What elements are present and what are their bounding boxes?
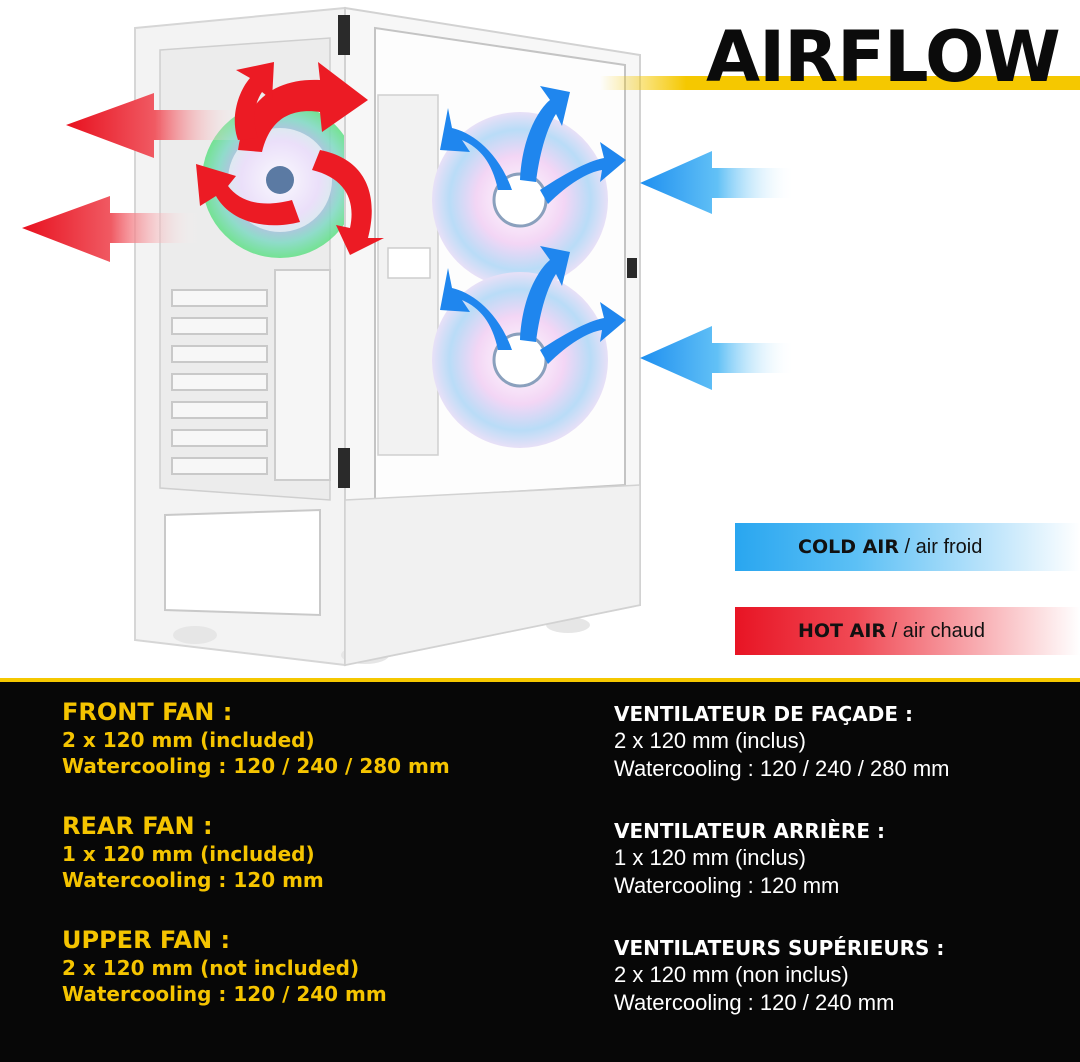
spec-heading: REAR FAN :	[62, 812, 213, 840]
spec-heading: VENTILATEURS SUPÉRIEURS :	[614, 936, 945, 960]
pc-case-illustration	[22, 6, 795, 667]
spec-line: 2 x 120 mm (not included)	[62, 956, 360, 980]
front-fan-swirl-arrows-top	[440, 86, 626, 204]
spec-line: 2 x 120 mm (non inclus)	[614, 962, 849, 987]
cold-air-arrow-bottom	[640, 326, 795, 390]
legend-hot-air-label: HOT AIR / air chaud	[798, 619, 985, 642]
spec-line: Watercooling : 120 mm	[62, 868, 324, 892]
rear-fan-swirl-arrows	[196, 62, 384, 255]
spec-upper-fan-en: UPPER FAN : 2 x 120 mm (not included) Wa…	[62, 928, 387, 1004]
spec-line: Watercooling : 120 / 240 / 280 mm	[62, 754, 450, 778]
spec-line: 1 x 120 mm (inclus)	[614, 845, 806, 870]
spec-line: 1 x 120 mm (included)	[62, 842, 315, 866]
title-underline-bar	[600, 76, 1080, 90]
spec-front-fan-en: FRONT FAN : 2 x 120 mm (included) Waterc…	[62, 700, 450, 776]
section-divider	[0, 678, 1080, 682]
legend-hot-air: HOT AIR / air chaud	[735, 607, 1080, 655]
specs-panel: FRONT FAN : 2 x 120 mm (included) Waterc…	[0, 682, 1080, 1062]
hot-air-arrow-top	[66, 93, 244, 158]
spec-heading: VENTILATEUR DE FAÇADE :	[614, 702, 913, 726]
legend-cold-air-label: COLD AIR / air froid	[798, 535, 983, 558]
spec-heading: FRONT FAN :	[62, 698, 233, 726]
front-fan-swirl-arrows-bottom	[440, 246, 626, 364]
spec-rear-fan-en: REAR FAN : 1 x 120 mm (included) Waterco…	[62, 814, 324, 890]
spec-line: Watercooling : 120 / 240 mm	[614, 990, 895, 1015]
spec-line: 2 x 120 mm (included)	[62, 728, 315, 752]
spec-upper-fan-fr: VENTILATEURS SUPÉRIEURS : 2 x 120 mm (no…	[614, 938, 944, 1014]
spec-line: Watercooling : 120 / 240 mm	[62, 982, 387, 1006]
spec-heading: UPPER FAN :	[62, 926, 231, 954]
spec-rear-fan-fr: VENTILATEUR ARRIÈRE : 1 x 120 mm (inclus…	[614, 821, 885, 897]
spec-heading: VENTILATEUR ARRIÈRE :	[614, 819, 885, 843]
spec-line: Watercooling : 120 mm	[614, 873, 840, 898]
spec-line: 2 x 120 mm (inclus)	[614, 728, 806, 753]
legend-cold-air: COLD AIR / air froid	[735, 523, 1080, 571]
cold-air-arrow-top	[640, 151, 795, 214]
hot-air-arrow-bottom	[22, 196, 200, 262]
spec-line: Watercooling : 120 / 240 / 280 mm	[614, 756, 950, 781]
page-title: AIRFLOW	[706, 16, 1061, 98]
spec-front-fan-fr: VENTILATEUR DE FAÇADE : 2 x 120 mm (incl…	[614, 704, 949, 780]
